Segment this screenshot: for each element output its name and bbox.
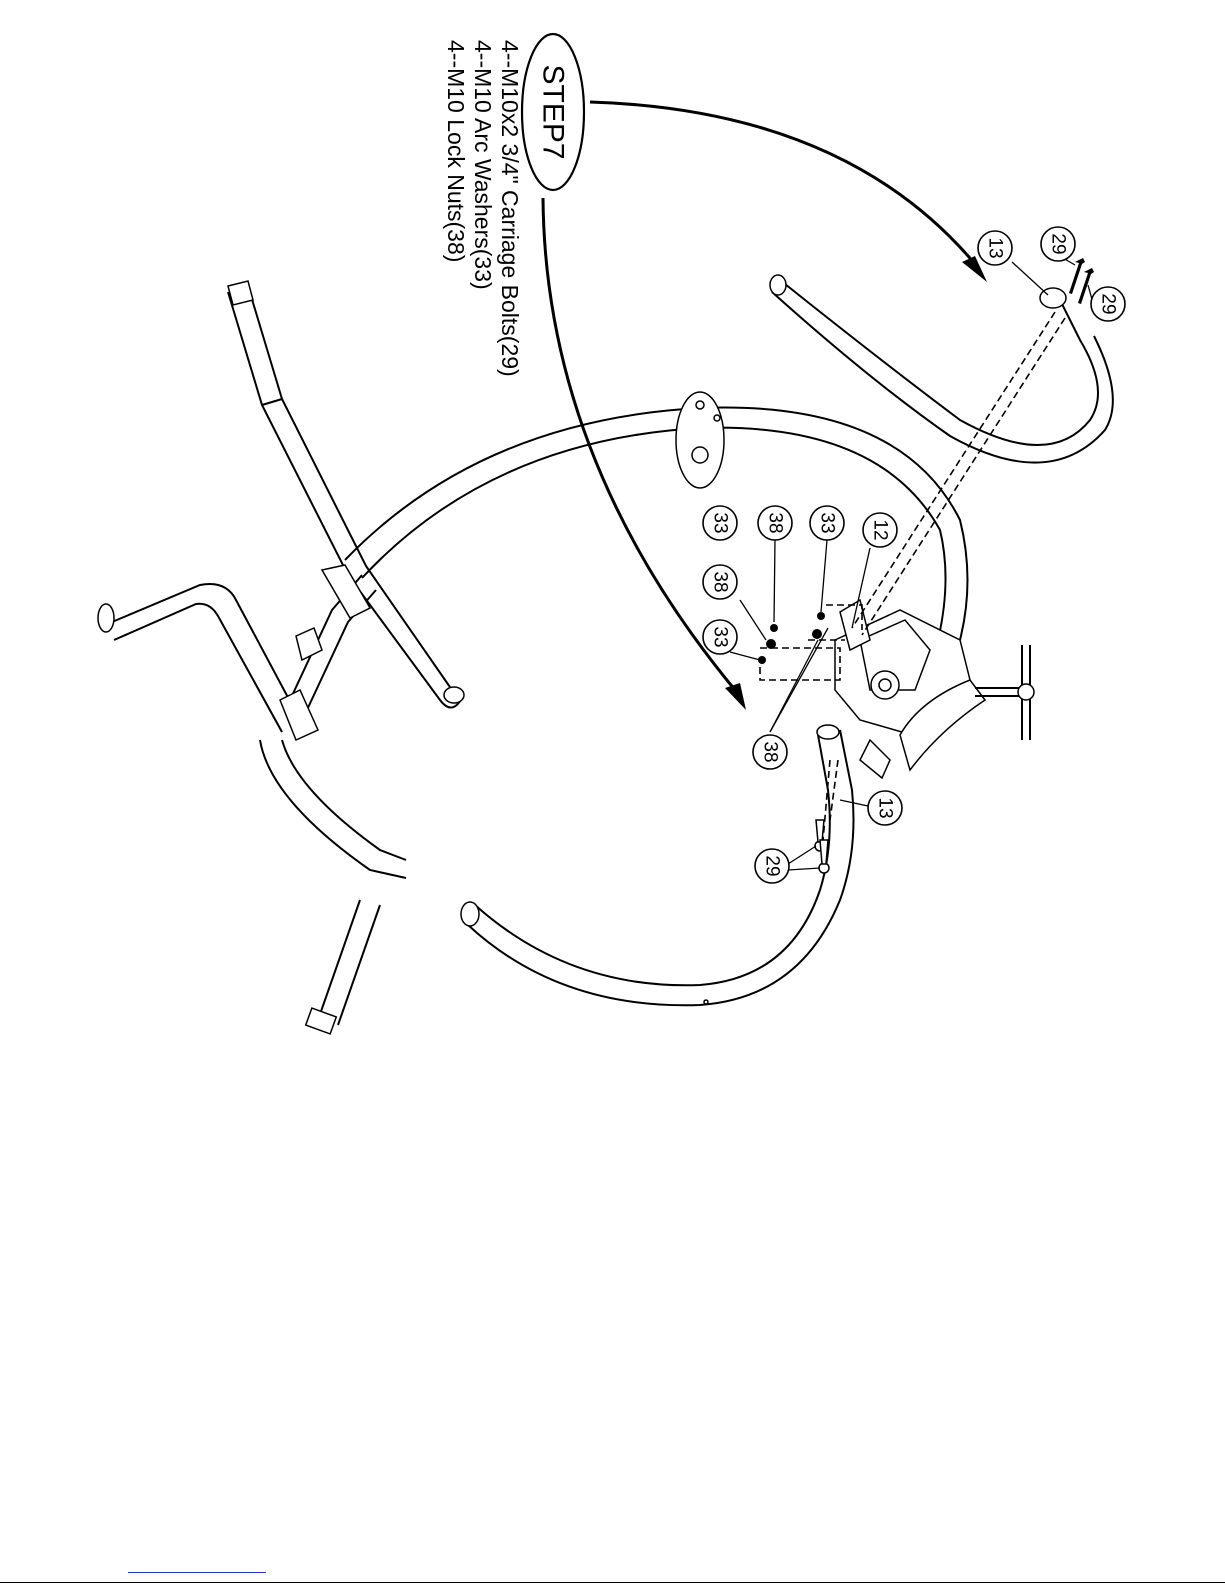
- callout-29-lower-label: 29: [762, 855, 783, 876]
- step-title: STEP7: [537, 64, 570, 159]
- parts-list: 4--M10x2 3/4" Carriage Bolts(29) 4--M10 …: [443, 40, 523, 377]
- upper-handlebar-13: [770, 275, 1113, 463]
- callout-29-upper-b-label: 29: [1098, 293, 1119, 314]
- callout-38-top-label: 38: [765, 512, 786, 533]
- step-arrows: [543, 102, 987, 710]
- callout-38-top: 38: [758, 506, 792, 540]
- footer-link-underline[interactable]: [128, 1572, 266, 1573]
- callout-38-bottom: 38: [753, 735, 787, 769]
- parts-line-washers: 4--M10 Arc Washers(33): [470, 40, 496, 290]
- callout-29-upper-a-label: 29: [1048, 233, 1069, 254]
- left-frame: [98, 281, 464, 1034]
- parts-line-bolts: 4--M10x2 3/4" Carriage Bolts(29): [497, 40, 523, 377]
- callout-33-left-label: 33: [710, 512, 731, 533]
- callout-33-left: 33: [703, 506, 737, 540]
- callout-29-upper-a: 29: [1041, 227, 1075, 261]
- callout-33-top-label: 33: [817, 512, 838, 533]
- callout-33-bottom-label: 33: [710, 626, 731, 647]
- callout-33-top: 33: [810, 506, 844, 540]
- callout-13-lower: 13: [868, 791, 902, 825]
- step-badge: STEP7: [522, 34, 584, 190]
- assembly-dashed-lines: [760, 312, 1065, 852]
- pivot-assembly-12: [835, 600, 1034, 778]
- callout-leaders: [730, 258, 1093, 870]
- callout-12-label: 12: [870, 519, 891, 540]
- callout-29-upper-b: 29: [1091, 287, 1125, 321]
- callout-29-lower: 29: [755, 849, 789, 883]
- footer-rule: [0, 1582, 1225, 1583]
- callout-13-upper: 13: [978, 231, 1012, 265]
- callout-13-upper-label: 13: [985, 237, 1006, 258]
- callout-38-bottom-label: 38: [760, 741, 781, 762]
- callout-13-lower-label: 13: [875, 797, 896, 818]
- callout-33-bottom: 33: [703, 620, 737, 654]
- parts-line-nuts: 4--M10 Lock Nuts(38): [443, 40, 469, 262]
- callout-12: 12: [863, 513, 897, 547]
- callout-38-mid-label: 38: [710, 571, 731, 592]
- lower-handlebar-13: [461, 725, 854, 1005]
- callout-38-mid: 38: [703, 565, 737, 599]
